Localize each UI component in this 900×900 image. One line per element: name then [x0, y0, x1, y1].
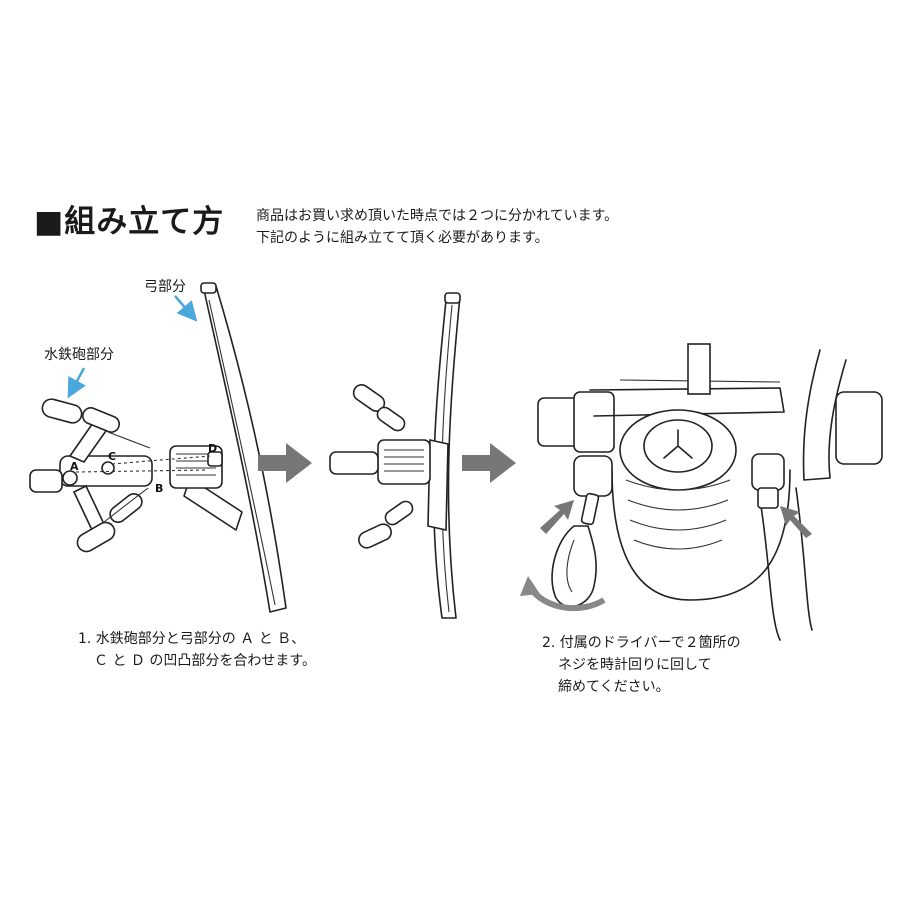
intro-line-2: 下記のように組み立てて頂く必要があります。	[256, 230, 549, 246]
step-1-line-1: 1. 水鉄砲部分と弓部分の Ａ と Ｂ、	[78, 631, 306, 647]
step-arrow-icon	[258, 443, 312, 483]
page-title: ■組み立て方	[34, 204, 225, 240]
panel-3-screws	[520, 343, 883, 641]
step-1-text: 1. 水鉄砲部分と弓部分の Ａ と Ｂ、 Ｃ と Ｄ の凹凸部分を合わせます。	[78, 628, 316, 672]
left-screw	[573, 455, 613, 497]
point-b-label: B	[155, 482, 163, 495]
bow-part-drawing	[183, 282, 287, 613]
step-2-line-2: ネジを時計回りに回して	[558, 657, 712, 673]
water-gun-part-label: 水鉄砲部分	[44, 347, 114, 363]
panel-1-separated: A C B D	[29, 282, 287, 613]
water-gun-part-drawing	[29, 398, 153, 553]
point-d-label: D	[208, 442, 217, 455]
step-2-line-3: 締めてください。	[558, 679, 670, 695]
left-screw-pointer-icon	[540, 500, 574, 534]
point-a-label: A	[70, 460, 79, 473]
point-c-label: C	[108, 450, 116, 463]
bow-part-label: 弓部分	[144, 279, 186, 295]
screwdriver-drawing	[551, 492, 600, 608]
step-2-line-1: 2. 付属のドライバーで２箇所の	[542, 635, 741, 651]
intro-line-1: 商品はお買い求め頂いた時点では２つに分かれています。	[256, 208, 619, 224]
intro-text: 商品はお買い求め頂いた時点では２つに分かれています。 下記のように組み立てて頂く…	[256, 205, 618, 249]
clockwise-rotation-icon	[529, 588, 606, 612]
step-1-line-2: Ｃ と Ｄ の凹凸部分を合わせます。	[94, 653, 316, 669]
step-arrow-icon-2	[462, 443, 516, 483]
water-gun-label-arrow-icon	[67, 367, 86, 399]
step-2-text: 2. 付属のドライバーで２箇所の ネジを時計回りに回して 締めてください。	[542, 632, 741, 698]
right-screw-pointer-icon	[780, 506, 812, 538]
bow-label-arrow-icon	[174, 295, 198, 322]
panel-2-assembled	[329, 292, 461, 619]
right-screw	[751, 453, 785, 491]
